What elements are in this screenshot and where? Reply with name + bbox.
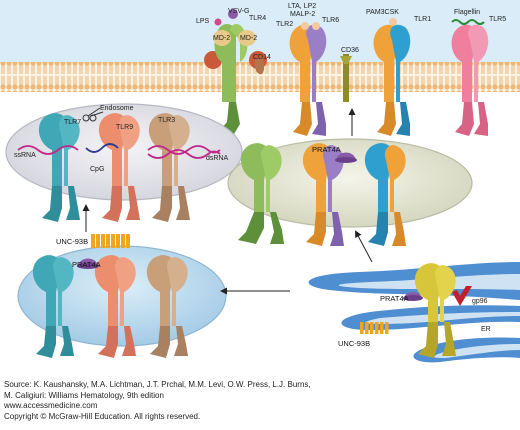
label-prat4a-er: PRAT4A xyxy=(380,294,409,303)
label-tlr9: TLR9 xyxy=(116,124,133,131)
label-prat4a-lower: PRAT4A xyxy=(72,260,101,269)
caption-line-2: M. Caligiuri: Williams Hematology, 9th e… xyxy=(4,390,164,400)
caption-line-4: Copyright © McGraw-Hill Education. All r… xyxy=(4,411,201,421)
source-caption: Source: K. Kaushansky, M.A. Lichtman, J.… xyxy=(4,380,516,422)
endosome-receptors xyxy=(17,107,221,222)
label-cd36: CD36 xyxy=(341,47,359,54)
caption-line-3[interactable]: www.accessmedicine.com xyxy=(4,401,98,410)
transport-vesicle xyxy=(227,138,473,228)
label-cpg: CpG xyxy=(90,166,104,173)
label-tlr2: TLR2 xyxy=(276,21,293,28)
label-er: ER xyxy=(481,326,491,333)
label-tlr1: TLR1 xyxy=(414,16,431,23)
tlr-diagram: VSV-G LPS MD-2 MD-2 TLR4 CD14 LTA, LP2 M… xyxy=(0,0,520,363)
label-endosome: Endosome xyxy=(100,105,134,112)
label-tlr5: TLR5 xyxy=(489,16,506,23)
tlr5-complex xyxy=(451,19,489,136)
unc93b-er xyxy=(360,322,389,334)
label-unc93b-er: UNC-93B xyxy=(338,339,370,348)
arrow-er-to-vesicle xyxy=(355,230,373,263)
er-receptor xyxy=(403,263,472,358)
label-tlr4: TLR4 xyxy=(249,15,266,22)
unc93b-left xyxy=(91,234,130,248)
label-ssrna: ssRNA xyxy=(14,152,36,159)
caption-line-1: Source: K. Kaushansky, M.A. Lichtman, J.… xyxy=(4,380,311,389)
label-dsrna: dsRNA xyxy=(206,155,229,162)
label-md2-b: MD-2 xyxy=(240,35,257,42)
vesicle-receptors xyxy=(238,143,406,246)
label-lps: LPS xyxy=(196,18,210,25)
tlr2-tlr6-complex xyxy=(289,22,352,136)
label-cd14: CD14 xyxy=(253,54,271,61)
label-md2-a: MD-2 xyxy=(213,35,230,42)
label-tlr6: TLR6 xyxy=(322,17,339,24)
label-gp96: gp96 xyxy=(472,298,488,305)
label-pamcsk: PAM3CSK xyxy=(366,9,399,16)
label-tlr3: TLR3 xyxy=(158,117,175,124)
label-flagellin: Flagellin xyxy=(454,9,480,16)
label-tlr7: TLR7 xyxy=(64,119,81,126)
label-unc93b-lower: UNC-93B xyxy=(56,237,88,246)
tlr1-complex xyxy=(373,18,411,136)
label-lta: LTA, LP2 xyxy=(288,3,316,10)
label-malp2: MALP-2 xyxy=(290,11,315,18)
label-prat4a-right: PRAT4A xyxy=(312,145,341,154)
label-vsvg: VSV-G xyxy=(228,8,249,15)
tlr4-complex xyxy=(204,9,267,134)
lower-vesicle-receptors xyxy=(32,255,188,358)
